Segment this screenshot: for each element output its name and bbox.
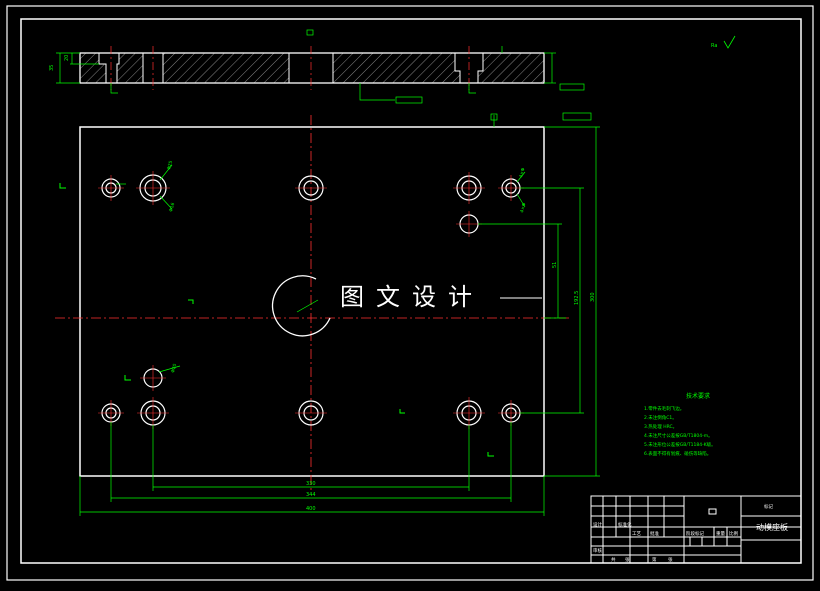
dim-h-inner: 330 bbox=[306, 481, 316, 487]
tb-cell: 标准化 bbox=[618, 521, 632, 528]
tech-line: 6.表面不得有划痕、碰伤等缺陷。 bbox=[644, 450, 711, 457]
tech-line: 5.未注形位公差按GB/T1184-K级。 bbox=[644, 441, 716, 448]
section-view: 35 20 bbox=[49, 29, 585, 104]
tb-cell: 比例 bbox=[729, 530, 738, 537]
part-name: 动模座板 bbox=[756, 522, 788, 532]
tb-cell: 第 bbox=[652, 556, 657, 563]
tech-line: 3.热处理 HRC。 bbox=[644, 423, 677, 430]
plan-view: Φ25 Φ16 4×Φ 4×Φ Φ20 bbox=[55, 112, 600, 516]
tb-code: 标记 bbox=[764, 503, 773, 510]
tech-line: 1.零件去毛刺飞边。 bbox=[644, 405, 684, 412]
watermark-text: 图文设计 bbox=[340, 283, 484, 311]
dim-thk: 35 bbox=[49, 65, 55, 71]
tb-cell: 张 bbox=[625, 556, 630, 563]
svg-text:Ra: Ra bbox=[711, 43, 717, 49]
svg-text:Φ25: Φ25 bbox=[166, 160, 174, 171]
svg-text:4×Φ: 4×Φ bbox=[519, 202, 528, 214]
dim-v-mid: 192.5 bbox=[574, 291, 580, 305]
outer-border bbox=[6, 5, 814, 581]
dim-h-outer: 400 bbox=[306, 506, 316, 512]
tb-cell: 阶段标记 bbox=[686, 530, 704, 537]
dim-h-mid: 344 bbox=[306, 492, 316, 498]
inner-border bbox=[20, 18, 802, 564]
svg-text:Φ16: Φ16 bbox=[168, 202, 176, 213]
tech-requirements: 技术要求 1.零件去毛刺飞边。 2.未注倒角C1。 3.热处理 HRC。 4.未… bbox=[644, 392, 716, 457]
tb-cell: 工艺 bbox=[632, 531, 641, 537]
tb-cell: 重量 bbox=[716, 530, 725, 537]
surface-finish-mark: Ra bbox=[711, 35, 736, 49]
tb-cell: 共 bbox=[611, 556, 616, 563]
svg-text:4×Φ: 4×Φ bbox=[518, 167, 527, 179]
tb-cell: 审核 bbox=[593, 547, 602, 554]
dim-v-outer: 300 bbox=[590, 292, 596, 302]
title-block bbox=[590, 495, 802, 564]
dim-thk-small: 20 bbox=[64, 55, 70, 61]
tb-cell: 设计 bbox=[593, 521, 602, 528]
tb-cell: 张 bbox=[668, 556, 673, 563]
tech-line: 2.未注倒角C1。 bbox=[644, 414, 677, 421]
tech-title: 技术要求 bbox=[686, 392, 710, 400]
tech-line: 4.未注尺寸公差按GB/T1804-m。 bbox=[644, 432, 713, 439]
svg-text:Φ20: Φ20 bbox=[170, 363, 178, 374]
tb-cell: 批准 bbox=[650, 530, 659, 537]
dim-v-small: 51 bbox=[552, 262, 558, 268]
